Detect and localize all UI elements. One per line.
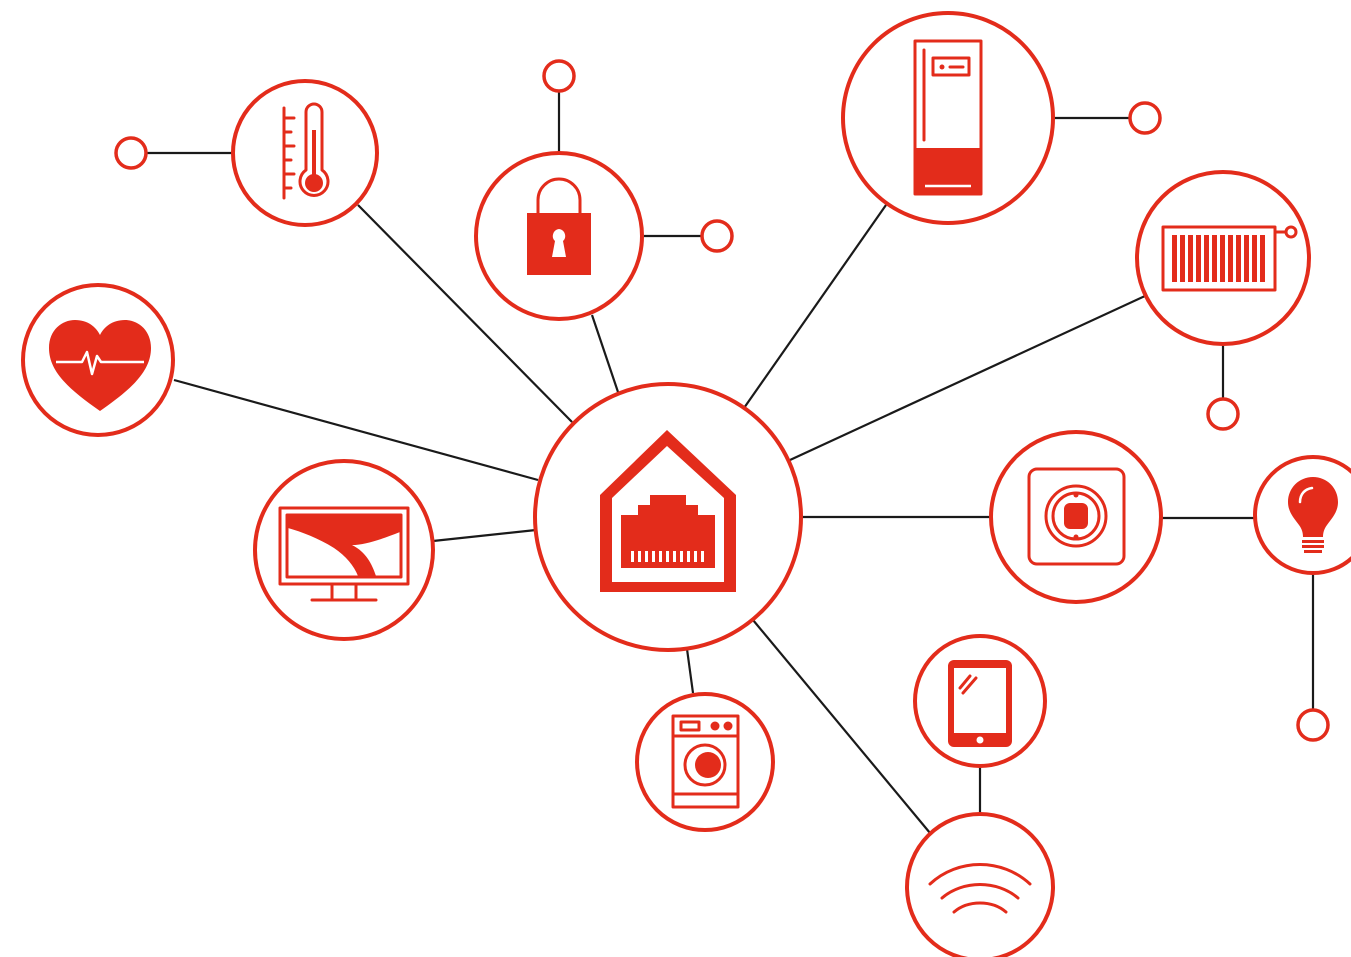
boiler-ring — [841, 11, 1055, 225]
lock-right-terminal-dot — [700, 219, 734, 253]
link-hub-boiler — [743, 204, 887, 409]
wall-switch-node — [989, 430, 1163, 604]
tablet-node — [913, 634, 1047, 768]
radiator-terminal-dot — [1206, 397, 1240, 431]
wifi-icon — [928, 863, 1032, 914]
washing-machine-icon — [671, 714, 740, 809]
radiator-terminal — [1206, 344, 1240, 431]
wall-switch-icon — [1027, 467, 1126, 566]
tv-monitor-icon — [278, 506, 410, 602]
light-bulb-icon — [1288, 477, 1338, 553]
thermometer-terminal — [114, 136, 233, 170]
radiator-node — [1135, 170, 1311, 346]
washing-machine-node — [635, 692, 775, 832]
bulb-terminal-dot — [1296, 708, 1330, 742]
ethernet-pins — [631, 551, 704, 562]
link-hub-health — [173, 378, 539, 482]
thermometer-terminal-dot — [114, 136, 148, 170]
lock-ring — [474, 151, 644, 321]
hub-node — [533, 382, 803, 652]
thermometer-icon — [282, 102, 330, 200]
health-node — [21, 283, 175, 437]
link-hub-tv — [432, 528, 537, 543]
wifi-node — [905, 812, 1055, 957]
padlock-icon — [527, 177, 591, 275]
house-ethernet-icon — [600, 430, 736, 592]
tablet-icon — [948, 660, 1012, 747]
radiator-icon — [1161, 225, 1298, 292]
television-node — [253, 459, 435, 641]
link-hub-lock — [590, 314, 620, 393]
bulb-terminal — [1296, 570, 1330, 742]
lock-top-terminal-dot — [542, 59, 576, 93]
link-hub-radiator — [789, 295, 1146, 461]
lock-terminal-top — [542, 59, 576, 152]
link-hub-thermometer — [357, 204, 573, 423]
lock-node — [474, 151, 644, 321]
ethernet-port — [621, 495, 715, 568]
boiler-node — [841, 11, 1055, 225]
connection-lines — [173, 204, 1255, 834]
boiler-terminal — [1054, 101, 1162, 135]
heartbeat-icon — [49, 320, 151, 411]
house-outline — [600, 430, 736, 592]
link-hub-wifi — [752, 619, 931, 834]
lock-terminal-right — [644, 219, 734, 253]
boiler-terminal-dot — [1128, 101, 1162, 135]
thermometer-node — [231, 79, 379, 227]
light-bulb-node — [1253, 455, 1351, 575]
boiler-cabinet-icon — [913, 39, 983, 196]
terminal-stubs — [114, 59, 1330, 742]
link-hub-washer — [685, 648, 695, 694]
